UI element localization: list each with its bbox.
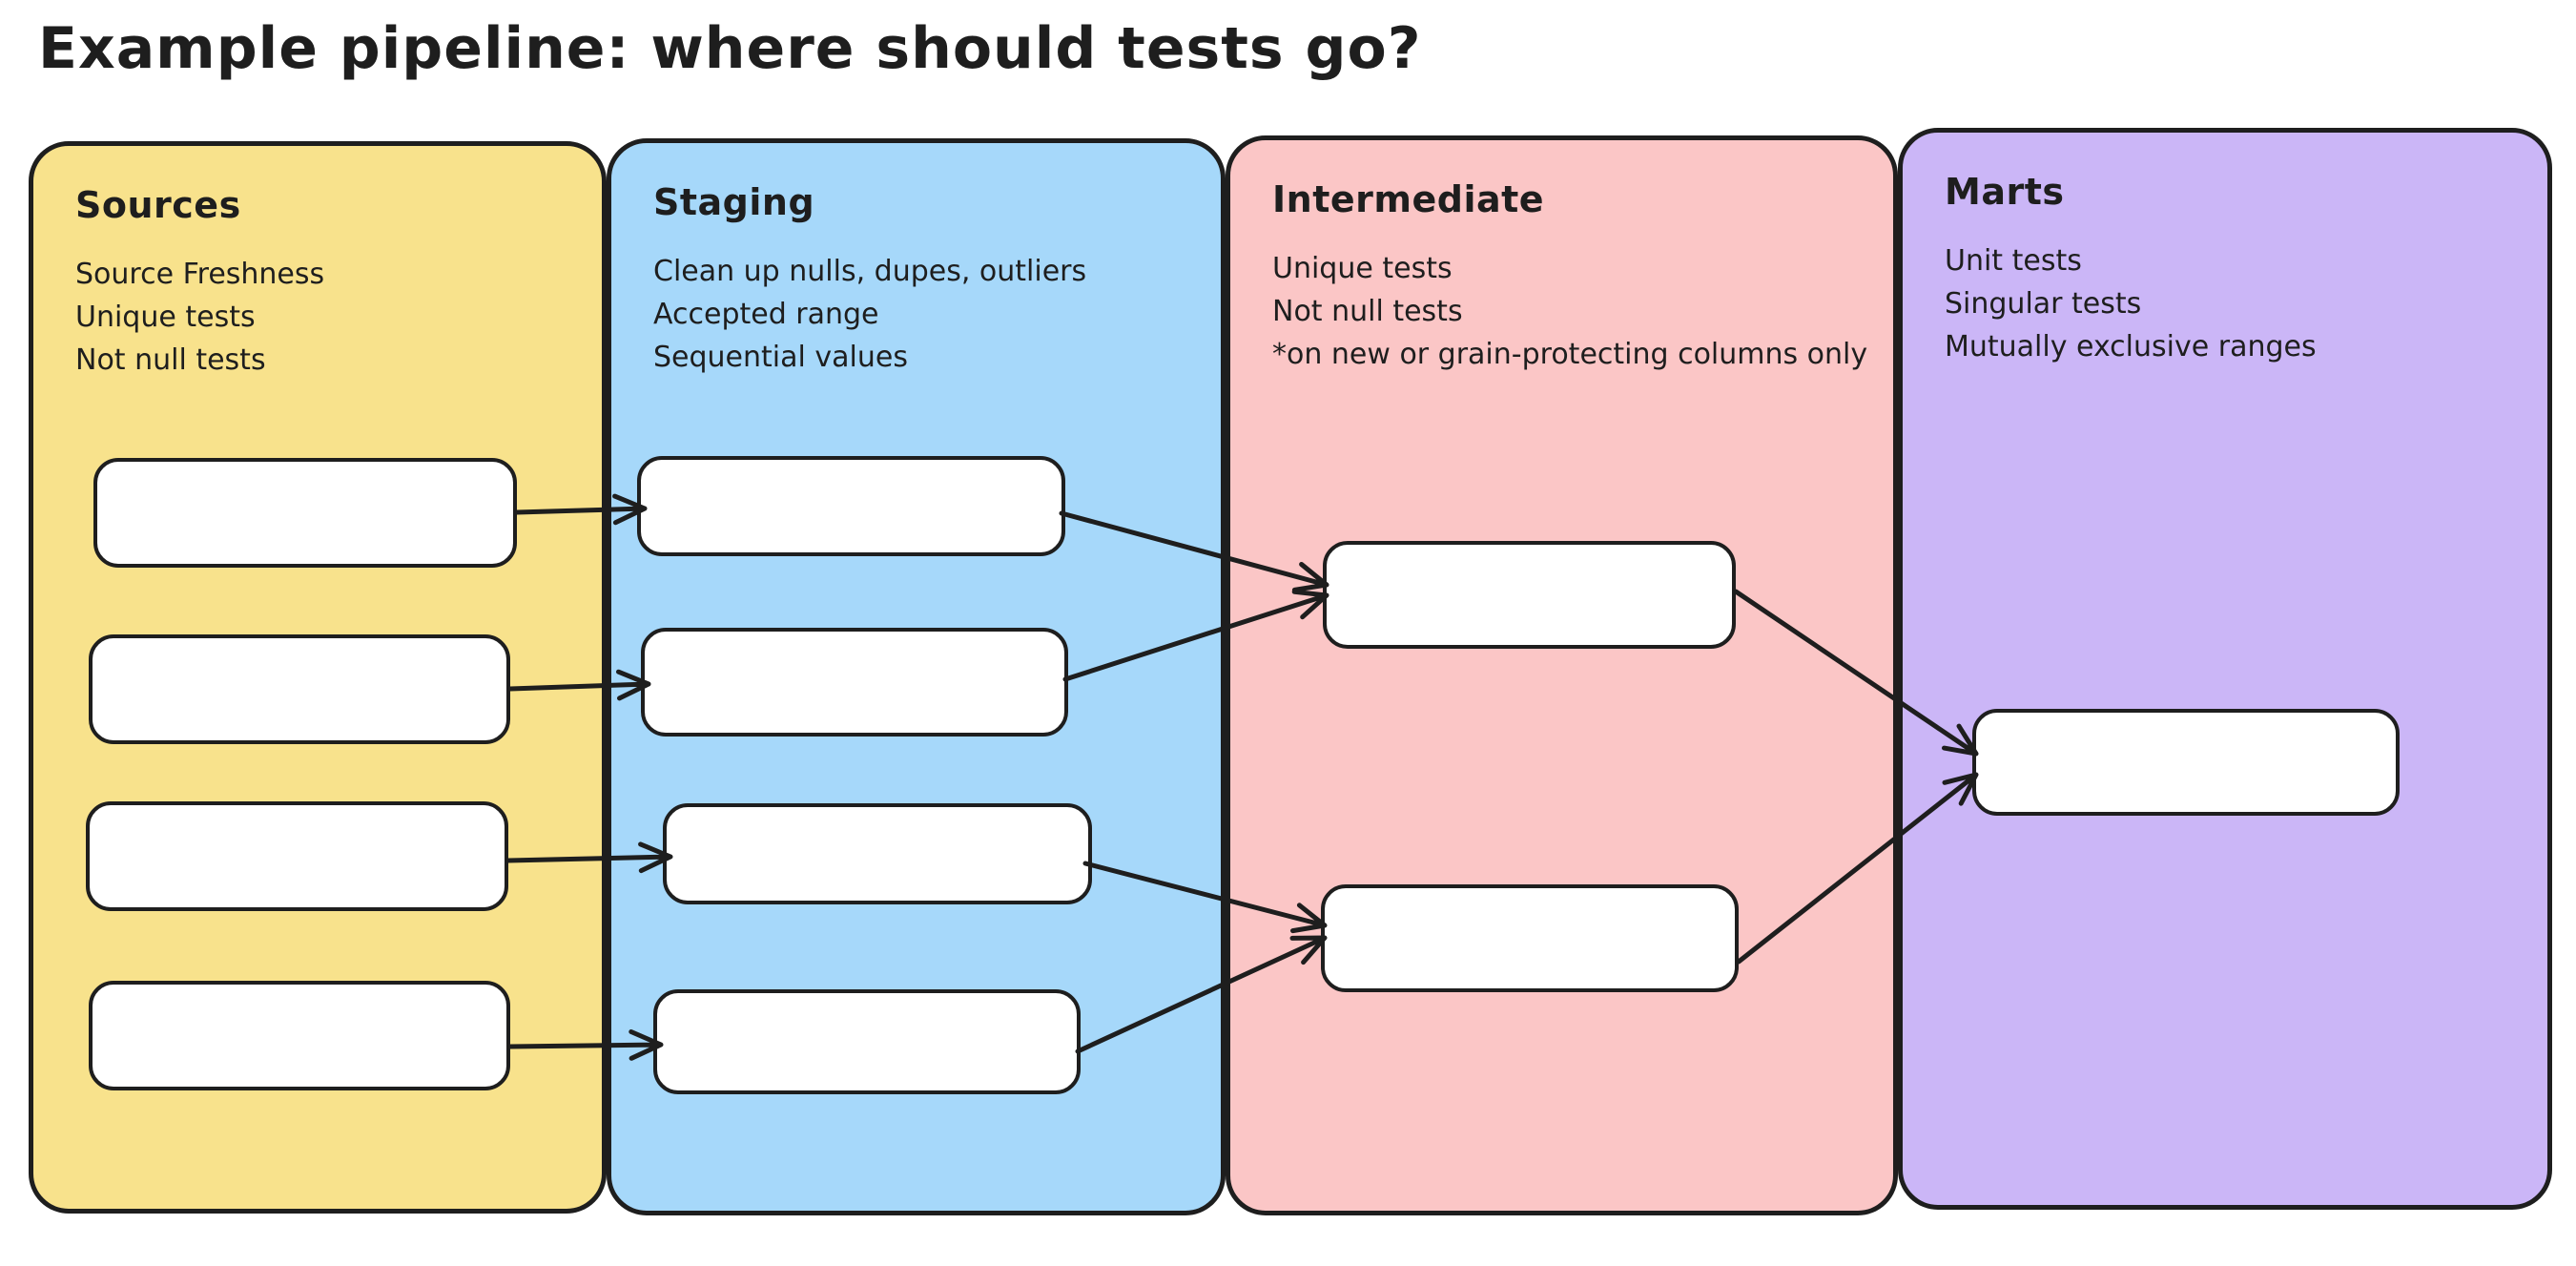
- node-source-3: [86, 801, 508, 911]
- node-staging-3: [663, 803, 1092, 904]
- node-source-4: [89, 981, 510, 1090]
- column-note: Source Freshness: [75, 258, 325, 291]
- node-staging-4: [653, 989, 1081, 1094]
- node-intermediate-2: [1321, 884, 1739, 992]
- column-note: *on new or grain-protecting columns only: [1272, 338, 1868, 371]
- column-title-sources: Sources: [75, 184, 241, 226]
- node-staging-2: [641, 628, 1068, 737]
- diagram-title: Example pipeline: where should tests go?: [38, 15, 1422, 82]
- column-note: Accepted range: [653, 298, 879, 331]
- node-staging-1: [637, 456, 1065, 556]
- column-title-marts: Marts: [1945, 171, 2065, 213]
- node-source-2: [89, 634, 510, 744]
- column-note: Singular tests: [1945, 287, 2142, 321]
- column-note: Mutually exclusive ranges: [1945, 330, 2317, 363]
- column-title-staging: Staging: [653, 181, 815, 223]
- column-note: Unique tests: [75, 301, 256, 334]
- node-marts-1: [1972, 709, 2400, 816]
- column-note: Clean up nulls, dupes, outliers: [653, 255, 1087, 288]
- column-note: Not null tests: [1272, 295, 1463, 328]
- column-note: Unit tests: [1945, 244, 2082, 278]
- column-note: Sequential values: [653, 341, 908, 374]
- column-note: Not null tests: [75, 343, 266, 377]
- node-intermediate-1: [1323, 541, 1736, 649]
- column-note: Unique tests: [1272, 252, 1453, 285]
- node-source-1: [93, 458, 517, 568]
- column-title-intermediate: Intermediate: [1272, 178, 1545, 220]
